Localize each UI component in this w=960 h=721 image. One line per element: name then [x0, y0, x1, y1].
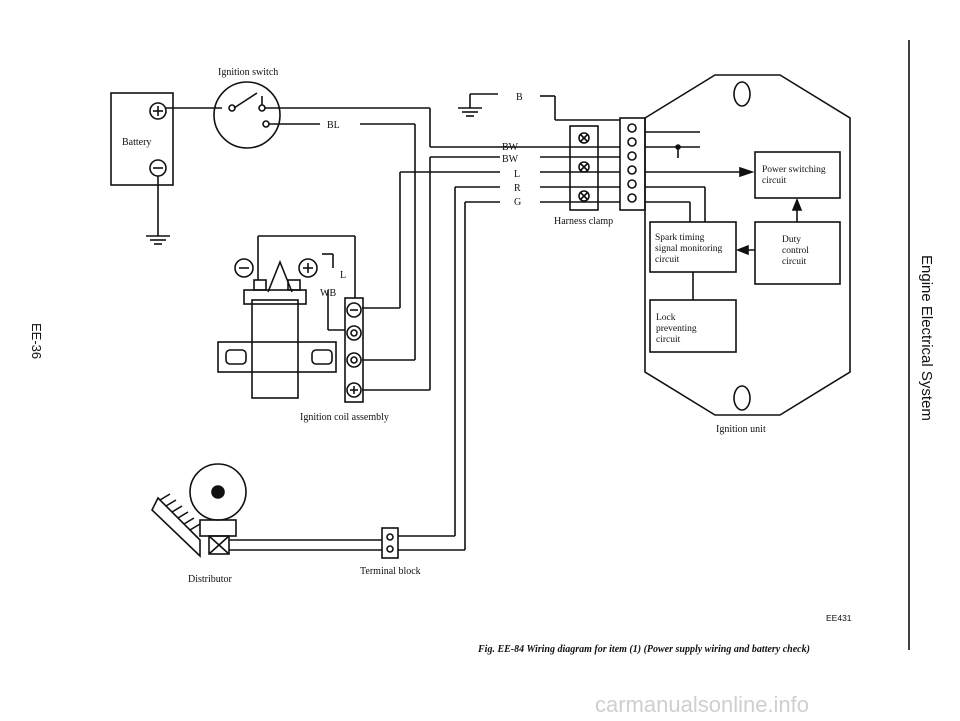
- ignition-unit-connector: [619, 117, 646, 211]
- wire-label-r: R: [514, 183, 521, 194]
- figure-caption: Fig. EE-84 Wiring diagram for item (1) (…: [477, 644, 810, 655]
- wire-label-g: G: [514, 197, 521, 208]
- terminal-block: [381, 527, 399, 559]
- spark-timing-text-1: Spark timing: [655, 233, 705, 243]
- power-switching-circuit: [754, 151, 841, 199]
- coil-l-label: L: [340, 270, 346, 281]
- wire-label-b: B: [516, 92, 523, 103]
- ignition-coil: [217, 259, 337, 399]
- distributor-label: Distributor: [188, 574, 233, 585]
- watermark: carmanualsonline.info: [595, 692, 809, 717]
- lock-preventing-text-3: circuit: [656, 335, 681, 345]
- duty-control-text-2: control: [782, 246, 809, 256]
- battery-positive-terminal: [149, 102, 167, 120]
- spark-timing-text-2: signal monitoring: [655, 244, 723, 254]
- distributor: [151, 463, 247, 558]
- lock-preventing-text-1: Lock: [656, 313, 676, 323]
- ignition-coil-assembly-label: Ignition coil assembly: [300, 412, 389, 423]
- wire-label-l: L: [514, 169, 520, 180]
- ignition-unit-outline: [644, 74, 851, 416]
- ignition-unit-label: Ignition unit: [716, 424, 766, 435]
- harness-clamp-label: Harness clamp: [554, 216, 613, 227]
- coil-connector: [344, 297, 364, 403]
- duty-control-text-3: circuit: [782, 257, 807, 267]
- harness-ground-symbol: [458, 107, 482, 117]
- wire-label-bw-2: BW: [502, 154, 519, 165]
- page-number: EE-36: [29, 323, 44, 359]
- terminal-block-label: Terminal block: [360, 566, 421, 577]
- coil-positive-terminal: [298, 258, 318, 278]
- ignition-switch: [213, 81, 281, 149]
- battery-label: Battery: [122, 137, 151, 148]
- harness-clamp: [569, 125, 599, 211]
- wire-label-bl: BL: [327, 120, 340, 131]
- lock-preventing-circuit: [649, 299, 737, 353]
- power-switching-text-1: Power switching: [762, 165, 826, 175]
- figure-code: EE431: [826, 613, 852, 623]
- battery: [110, 92, 174, 186]
- spark-timing-text-3: circuit: [655, 255, 680, 265]
- coil-negative-terminal: [234, 258, 254, 278]
- section-title: Engine Electrical System: [918, 255, 935, 421]
- power-switching-text-2: circuit: [762, 176, 787, 186]
- ignition-switch-label: Ignition switch: [218, 67, 278, 78]
- wire-label-bw-1: BW: [502, 142, 519, 153]
- duty-control-text-1: Duty: [782, 235, 801, 245]
- lock-preventing-text-2: preventing: [656, 324, 697, 334]
- coil-wb-label: WB: [320, 288, 336, 299]
- battery-ground-symbol: [146, 235, 170, 245]
